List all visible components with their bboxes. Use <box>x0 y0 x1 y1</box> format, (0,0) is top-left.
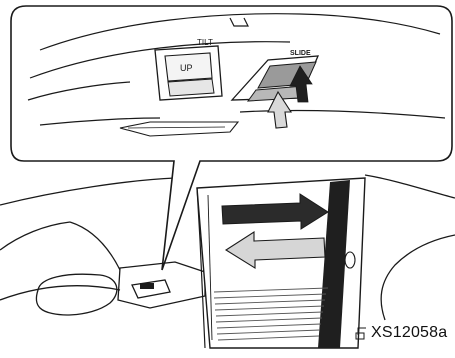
tilt-label: TILT <box>197 38 213 47</box>
windshield-edge <box>70 222 120 270</box>
pillar-right <box>381 235 455 320</box>
roof-line-right <box>365 175 455 198</box>
slide-label: SLIDE <box>290 50 311 57</box>
tilt-down-button <box>168 79 214 96</box>
rearview-mirror <box>36 274 116 315</box>
pillar-left <box>0 222 70 250</box>
console-switch-mark <box>140 283 154 289</box>
roof-line-left <box>0 178 175 205</box>
figure-code: XS12058a <box>371 322 453 344</box>
up-label: UP <box>180 63 193 73</box>
dash-line <box>0 286 120 300</box>
